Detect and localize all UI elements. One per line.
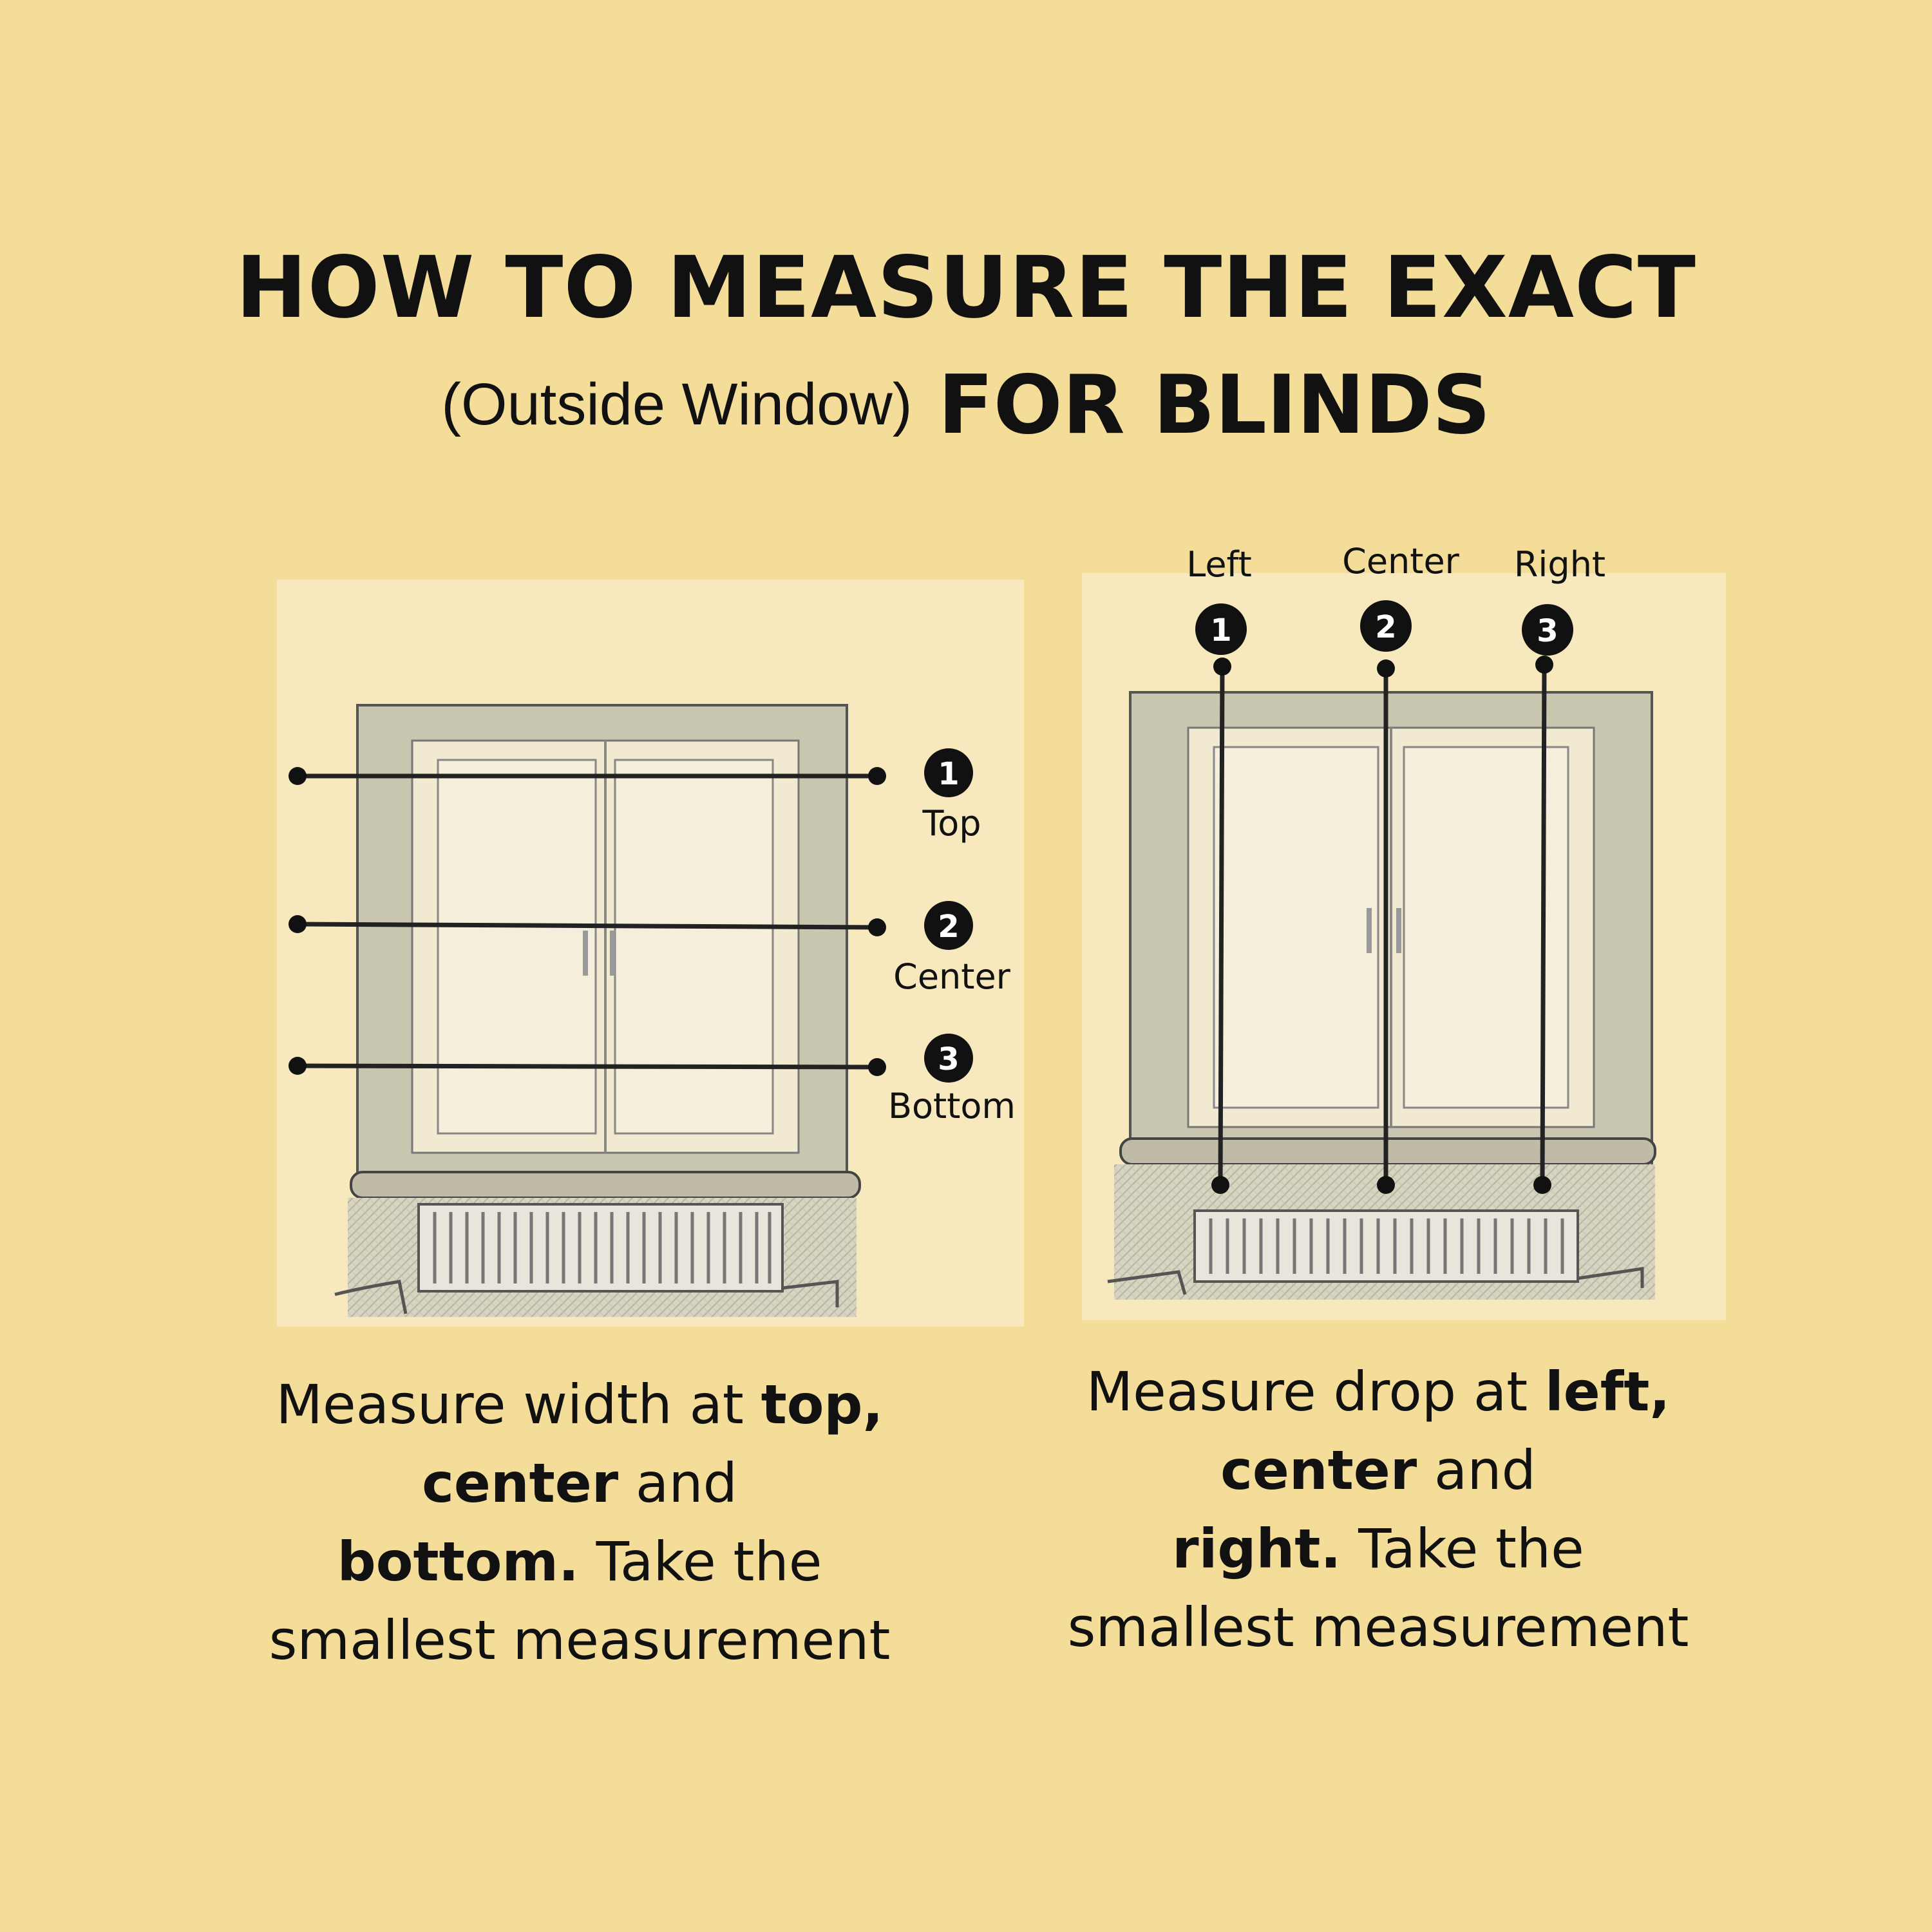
left-sash-left: [437, 759, 597, 1135]
right-caption-text-1: Measure drop at: [1086, 1360, 1545, 1423]
right-window-illustration: [1082, 573, 1726, 1320]
page-title: HOW TO MEASURE THE EXACT: [236, 238, 1696, 337]
left-window-illustration: [277, 580, 1024, 1327]
left-handle-icon: [583, 931, 588, 976]
left-window-sill: [350, 1171, 861, 1199]
left-marker-center: 2 Center: [893, 901, 1011, 997]
right-caption-bold-left: left,: [1544, 1360, 1671, 1423]
page-subtitle: (Outside Window) FOR BLINDS: [0, 357, 1932, 452]
svg-text:3: 3: [938, 1041, 959, 1077]
svg-text:3: 3: [1537, 613, 1558, 649]
left-caption-text-3: Take the: [578, 1530, 822, 1593]
right-caption: Measure drop at left, center and right. …: [1037, 1352, 1719, 1667]
svg-text:Center: Center: [893, 956, 1011, 997]
svg-text:Center: Center: [1342, 541, 1460, 582]
svg-text:Right: Right: [1514, 544, 1605, 585]
right-caption-text-4: smallest measurement: [1067, 1596, 1689, 1659]
right-handle-icon: [1367, 908, 1372, 953]
svg-text:2: 2: [938, 909, 959, 945]
left-handle-icon-2: [610, 931, 615, 976]
svg-text:1: 1: [1210, 612, 1231, 649]
svg-text:Left: Left: [1186, 544, 1252, 585]
svg-text:1: 1: [938, 756, 959, 792]
subtitle-paren: (Outside Window): [441, 372, 913, 437]
right-marker-right: Right 3: [1514, 544, 1605, 656]
left-caption: Measure width at top, center and bottom.…: [238, 1365, 921, 1680]
right-caption-bold-right: right.: [1172, 1517, 1341, 1580]
svg-text:Bottom: Bottom: [888, 1086, 1016, 1126]
right-caption-text-2: and: [1417, 1439, 1536, 1502]
left-caption-text-1: Measure width at: [276, 1373, 761, 1436]
right-measure-lines: [1211, 656, 1553, 1194]
right-sash-left: [1213, 746, 1379, 1109]
right-radiator-icon: [1193, 1209, 1579, 1283]
left-sash-right: [614, 759, 774, 1135]
left-caption-text-4: smallest measurement: [269, 1609, 891, 1672]
right-caption-bold-center: center: [1220, 1439, 1417, 1502]
right-caption-text-3: Take the: [1341, 1517, 1584, 1580]
left-marker-bottom: 3 Bottom: [888, 1034, 1016, 1126]
left-caption-bold-center: center: [422, 1452, 619, 1515]
subtitle-bold: FOR BLINDS: [938, 357, 1491, 452]
left-measure-lines: [289, 767, 886, 1076]
left-caption-bold-bottom: bottom.: [337, 1530, 579, 1593]
left-caption-bold-top: top,: [761, 1373, 884, 1436]
right-marker-left: Left 1: [1186, 544, 1252, 655]
right-marker-center: Center 2: [1342, 541, 1460, 652]
right-handle-icon-2: [1396, 908, 1401, 953]
left-radiator-icon: [417, 1203, 784, 1293]
left-marker-top: 1 Top: [922, 748, 981, 844]
svg-text:2: 2: [1375, 609, 1396, 645]
left-caption-text-2: and: [618, 1452, 737, 1515]
svg-text:Top: Top: [922, 803, 981, 844]
